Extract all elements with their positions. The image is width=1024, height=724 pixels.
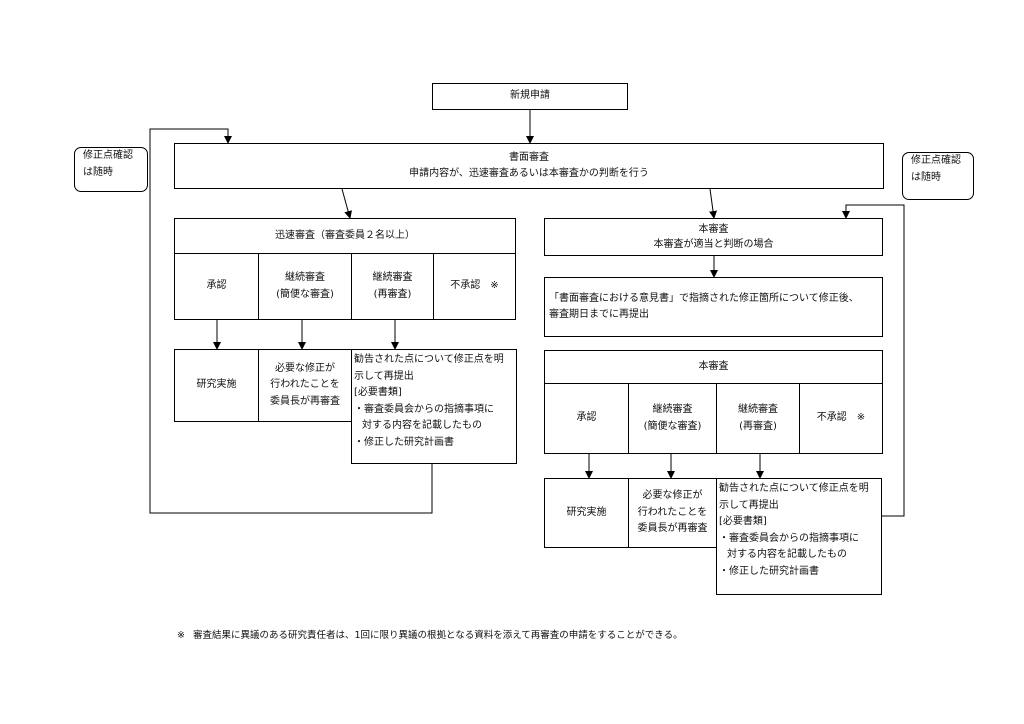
document-review-title: 書面審査 [509,151,549,163]
expedited-continue-rereview-line2: (再審査) [373,288,412,300]
expedited-continue-simple-line2: (簡便な審査) [276,288,334,300]
expedited-header-label: 迅速審査（審査委員２名以上） [275,229,415,241]
full-resubmit-line3: [必要書類] [719,516,767,527]
expedited-continue-rereview: 継続審査 (再審査) [351,253,434,320]
revision-note-right-line1: 修正点確認 [911,155,961,166]
new-application-box: 新規申請 [432,83,628,110]
revision-note-left: 修正点確認 は随時 [74,147,148,192]
footnote: ※ 審査結果に異議のある研究責任者は、1回に限り異議の根拠となる資料を添えて再審査… [177,627,683,641]
revision-note-right: 修正点確認 は随時 [902,152,974,200]
full-continue-simple: 継続審査 (簡便な審査) [628,383,717,454]
full-review-opinion: 「書面審査における意見書」で指摘された修正箇所について修正後、 審査期日までに再… [544,277,883,337]
full-continue-rereview-line1: 継続審査 [738,404,778,415]
expedited-approve: 承認 [174,253,259,320]
full-resubmit-line5: 対する内容を記載したもの [727,549,847,560]
full-resubmit-line2: 示して再提出 [719,499,779,511]
expedited-result-chair-line3: 委員長が再審査 [270,395,340,407]
expedited-result-chair-line2: 行われたことを [270,379,340,391]
document-review-box: 書面審査 申請内容が、迅速審査あるいは本審査かの判断を行う [174,143,884,189]
expedited-continue-simple-line1: 継続審査 [285,272,325,283]
full-review-title: 本審査 [544,350,883,384]
full-reject-label: 不承認 ※ [816,412,866,424]
full-continue-simple-line1: 継続審査 [652,404,693,415]
new-application-label: 新規申請 [510,90,550,102]
expedited-approve-label: 承認 [206,280,227,292]
arrow-document-to-full [709,188,718,219]
full-reject: 不承認 ※ [799,383,883,454]
full-approve: 承認 [544,383,629,454]
full-review-header-subtitle: 本審査が適当と判断の場合 [653,239,774,250]
expedited-resubmit-line1: 勧告された点について修正点を明 [354,354,504,365]
expedited-continue-rereview-line1: 継続審査 [372,272,413,283]
left-feedback-loop [149,128,433,514]
footnote-text: 審査結果に異議のある研究責任者は、1回に限り異議の根拠となる資料を添えて再審査の… [192,630,683,641]
expedited-result-chair: 必要な修正が 行われたことを 委員長が再審査 [258,349,352,422]
full-review-header: 本審査 本審査が適当と判断の場合 [544,218,883,256]
footnote-mark: ※ [177,630,185,641]
expedited-resubmit-line3: [必要書類] [354,387,402,398]
full-result-research-label: 研究実施 [566,506,607,518]
full-review-title-label: 本審査 [698,360,729,372]
full-result-resubmit: 勧告された点について修正点を明 示して再提出 [必要書類] ・審査委員会からの指… [716,478,882,595]
full-result-chair-line2: 行われたことを [637,506,708,518]
full-result-chair-line1: 必要な修正が [642,490,703,502]
expedited-header: 迅速審査（審査委員２名以上） [174,218,516,254]
expedited-resubmit-line4: ・審査委員会からの指摘事項に [354,403,494,415]
revision-note-right-line2: は随時 [911,171,941,183]
expedited-result-research-label: 研究実施 [196,379,237,391]
expedited-reject-label: 不承認 ※ [450,280,499,292]
full-continue-rereview: 継続審査 (再審査) [716,383,800,454]
document-review-subtitle: 申請内容が、迅速審査あるいは本審査かの判断を行う [409,168,649,179]
expedited-resubmit-line6: ・修正した研究計画書 [354,436,454,448]
expedited-result-chair-line1: 必要な修正が [275,362,335,374]
full-result-chair: 必要な修正が 行われたことを 委員長が再審査 [628,478,717,548]
full-result-research: 研究実施 [544,478,629,548]
full-review-opinion-line1: 「書面審査における意見書」で指摘された修正箇所について修正後、 [549,292,859,304]
right-feedback-loop [842,204,905,517]
expedited-continue-simple: 継続審査 (簡便な審査) [258,253,352,320]
full-resubmit-line6: ・修正した研究計画書 [719,565,819,577]
expedited-resubmit-line2: 示して再提出 [354,370,414,382]
full-review-header-title: 本審査 [698,224,729,235]
revision-note-left-line2: は随時 [83,166,113,178]
arrow-document-to-expedited [341,188,352,219]
full-continue-simple-line2: (簡便な審査) [643,420,702,432]
expedited-result-research: 研究実施 [174,349,259,422]
revision-note-left-line1: 修正点確認 [83,150,133,161]
full-review-opinion-line2: 審査期日までに再提出 [549,309,649,320]
expedited-resubmit-line5: 対する内容を記載したもの [362,420,482,431]
full-resubmit-line1: 勧告された点について修正点を明 [719,483,869,494]
expedited-reject: 不承認 ※ [433,253,516,320]
full-resubmit-line4: ・審査委員会からの指摘事項に [719,532,859,544]
full-approve-label: 承認 [576,412,597,424]
full-result-chair-line3: 委員長が再審査 [637,523,708,535]
full-continue-rereview-line2: (再審査) [739,420,777,432]
expedited-result-resubmit: 勧告された点について修正点を明 示して再提出 [必要書類] ・審査委員会からの指… [351,349,517,464]
